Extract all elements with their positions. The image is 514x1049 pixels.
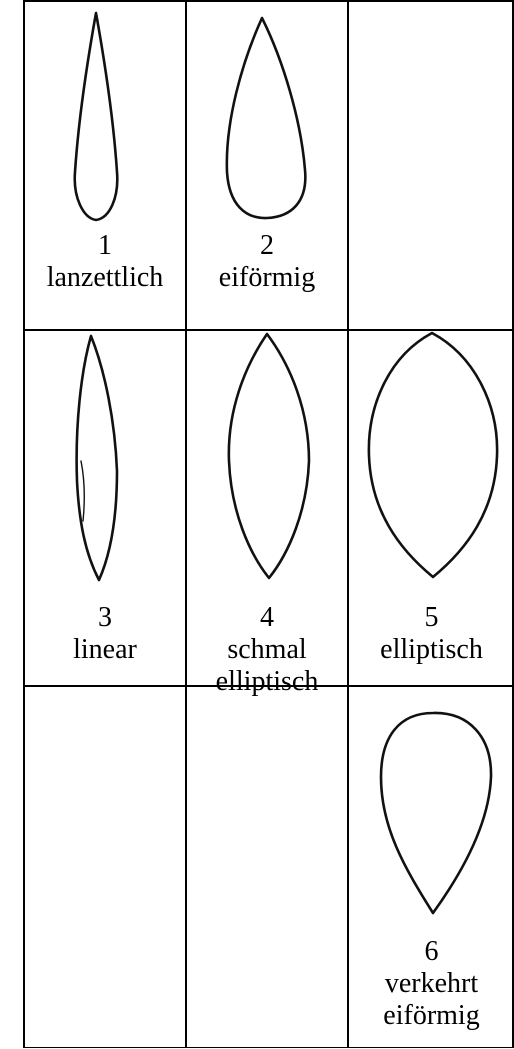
cell-verkehrt-eifoermig: 6 verkehrt eiförmig [349, 687, 514, 1049]
ovate-leaf-icon [225, 16, 307, 220]
leaf-shape-table: 1 lanzettlich 2 eiförmig 3 linear 4 schm… [23, 0, 514, 1048]
column-divider-1 [185, 2, 187, 1047]
cell-schmal-elliptisch: 4 schmal elliptisch [187, 331, 347, 697]
narrow-elliptic-leaf-icon [227, 332, 311, 580]
shape-name-line-1: verkehrt [384, 968, 479, 999]
shape-name: eiförmig [218, 262, 316, 293]
row-divider-2 [25, 685, 512, 687]
cell-empty [187, 687, 347, 1049]
cell-empty [25, 687, 185, 1049]
shape-name-line-1: schmal [227, 634, 307, 665]
cell-elliptisch: 5 elliptisch [349, 331, 514, 685]
cell-linear: 3 linear [25, 331, 185, 685]
shape-number: 2 [260, 230, 274, 261]
shape-name: linear [73, 634, 137, 665]
linear-leaf-icon [75, 334, 119, 582]
shape-number: 5 [424, 602, 439, 633]
lanceolate-leaf-icon [73, 11, 119, 222]
cell-empty [349, 2, 514, 329]
shape-name: elliptisch [380, 634, 483, 665]
shape-number: 1 [98, 230, 112, 261]
elliptic-leaf-icon [367, 331, 499, 579]
shape-name: lanzettlich [46, 262, 164, 293]
shape-number: 6 [424, 936, 439, 967]
row-divider-1 [25, 329, 512, 331]
cell-eifoermig: 2 eiförmig [187, 2, 347, 329]
shape-name-line-2: elliptisch [215, 666, 319, 697]
cell-lanzettlich: 1 lanzettlich [25, 2, 185, 329]
column-divider-2 [347, 2, 349, 1047]
shape-number: 3 [98, 602, 112, 633]
shape-name-line-2: eiförmig [383, 1000, 480, 1031]
obovate-leaf-icon [379, 711, 493, 915]
shape-number: 4 [260, 602, 274, 633]
